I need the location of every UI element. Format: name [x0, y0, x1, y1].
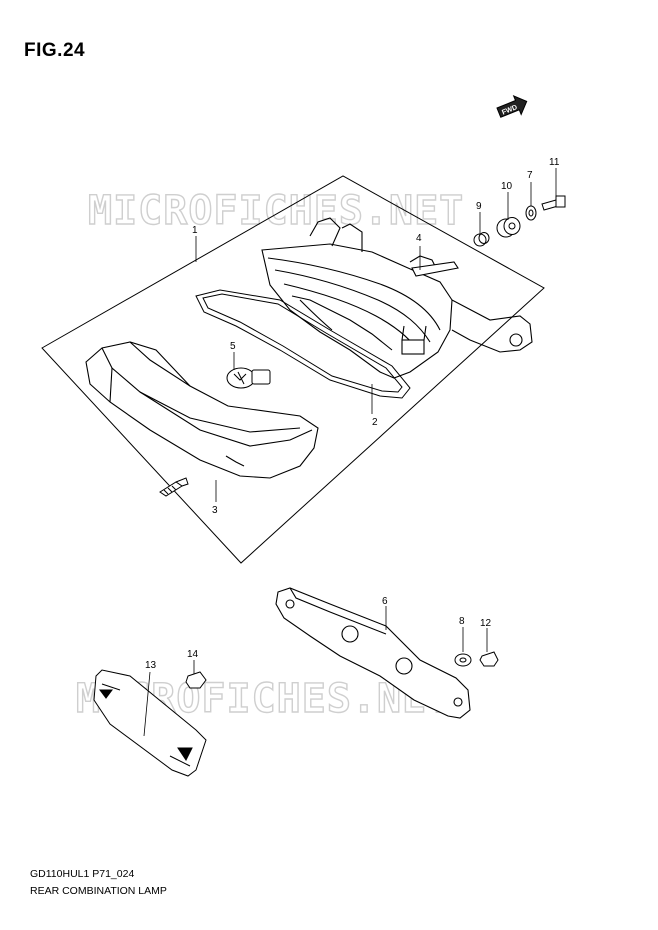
- lamp-lens: [85, 341, 319, 479]
- callout-12: 12: [480, 618, 492, 629]
- callout-7: 7: [527, 170, 533, 181]
- callout-labels: 1 2 3 4 5 6 7 8 9 10 11 12 13 14: [145, 157, 560, 671]
- fwd-arrow-icon: FWD: [496, 94, 528, 118]
- leader-lines: [143, 168, 557, 737]
- figure-title: FIG.24: [24, 40, 86, 61]
- callout-14: 14: [187, 649, 199, 660]
- lamp-gasket: [195, 289, 411, 399]
- callout-4: 4: [416, 233, 422, 244]
- reflector: [93, 669, 207, 777]
- diagram-code: GD110HUL1 P71_024: [30, 868, 135, 880]
- callout-8: 8: [459, 616, 465, 627]
- bulb-part: [226, 367, 271, 389]
- callout-3: 3: [212, 505, 218, 516]
- diagram-title: REAR COMBINATION LAMP: [30, 885, 167, 897]
- assembly-boundary: [41, 175, 545, 564]
- callout-11: 11: [549, 157, 560, 168]
- lamp-housing: [261, 217, 533, 379]
- callout-5: 5: [230, 341, 236, 352]
- washer-8: [454, 653, 472, 667]
- mounting-bracket: [275, 587, 471, 719]
- callout-2: 2: [372, 417, 378, 428]
- callout-10: 10: [501, 181, 513, 192]
- grommet-9: [473, 232, 490, 247]
- washer-7: [525, 205, 537, 221]
- nut-14: [185, 671, 207, 689]
- bolt-11: [541, 195, 566, 211]
- callout-13: 13: [145, 660, 157, 671]
- cushion-10: [496, 217, 521, 238]
- callout-6: 6: [382, 596, 388, 607]
- callout-1: 1: [192, 225, 198, 236]
- callout-9: 9: [476, 201, 482, 212]
- watermark-top: MICROFICHES.NET: [88, 188, 464, 234]
- nut-12: [479, 651, 499, 667]
- lens-screw: [159, 477, 189, 497]
